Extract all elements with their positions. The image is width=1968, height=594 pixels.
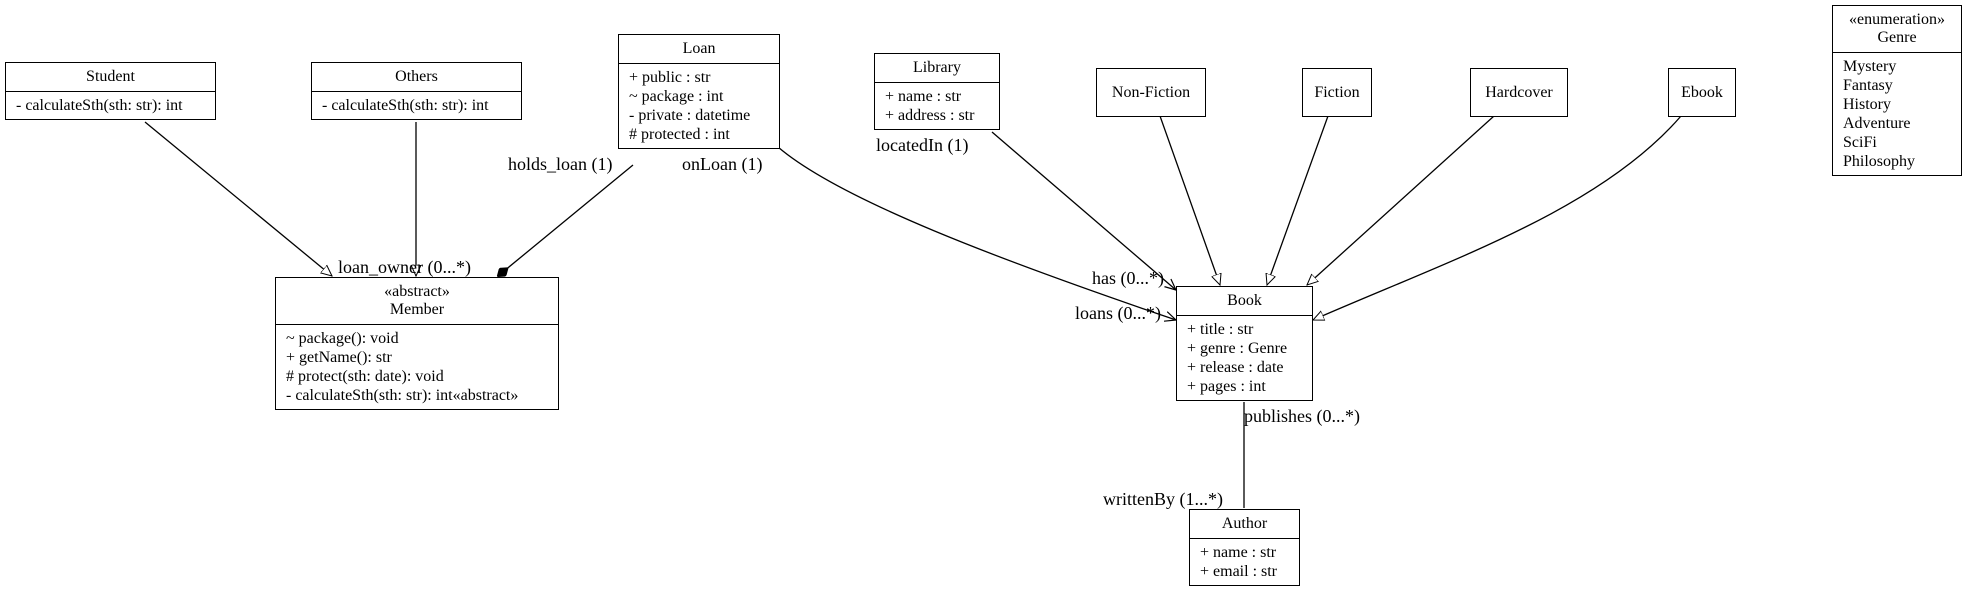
class-name: Ebook xyxy=(1681,83,1723,101)
class-name: Member xyxy=(389,301,445,318)
attribute-item: + email : str xyxy=(1200,563,1278,580)
label-loan-owner: loan_owner (0...*) xyxy=(338,257,471,277)
enum-literal: History xyxy=(1843,96,1891,113)
class-author: Author + name : str + email : str xyxy=(1189,509,1300,586)
attribute-item: + title : str xyxy=(1187,321,1254,338)
attribute-item: + pages : int xyxy=(1187,378,1266,395)
class-fiction-header: Fiction xyxy=(1303,69,1371,116)
class-name: Genre xyxy=(1877,29,1917,46)
class-genre: «enumeration» Genre Mystery Fantasy Hist… xyxy=(1832,5,1962,176)
class-name: Book xyxy=(1227,292,1262,309)
edge-nonfiction-book xyxy=(1159,115,1220,285)
class-name: Library xyxy=(913,59,961,76)
attribute-item: ~ package : int xyxy=(629,88,724,105)
class-member: «abstract» Member ~ package(): void + ge… xyxy=(275,277,559,410)
class-loan: Loan + public : str ~ package : int - pr… xyxy=(618,34,780,149)
enum-literal: Adventure xyxy=(1843,115,1911,132)
class-name: Student xyxy=(86,68,135,85)
attribute-item: + name : str xyxy=(1200,544,1277,561)
class-stereotype: «enumeration» xyxy=(1849,11,1945,28)
method-item: ~ package(): void xyxy=(286,330,399,347)
class-book-attributes: + title : str + genre : Genre + release … xyxy=(1177,316,1312,400)
attribute-item: + genre : Genre xyxy=(1187,340,1288,357)
class-non-fiction: Non-Fiction xyxy=(1096,68,1206,117)
enum-literal: Philosophy xyxy=(1843,153,1916,170)
label-loans: loans (0...*) xyxy=(1075,303,1161,323)
class-others-header: Others xyxy=(312,63,521,92)
class-loan-header: Loan xyxy=(619,35,779,64)
class-student-header: Student xyxy=(6,63,215,92)
class-student-methods: - calculateSth(sth: str): int xyxy=(6,92,215,119)
class-loan-attributes: + public : str ~ package : int - private… xyxy=(619,64,779,148)
method-item: # protect(sth: date): void xyxy=(286,368,444,385)
edge-fiction-book xyxy=(1267,115,1329,285)
class-member-methods: ~ package(): void + getName(): str # pro… xyxy=(276,325,558,409)
edge-loan-book xyxy=(777,146,1176,320)
edge-loan-member xyxy=(498,164,634,276)
class-author-header: Author xyxy=(1190,510,1299,539)
method-item: - calculateSth(sth: str): int«abstract» xyxy=(286,387,519,404)
label-written-by: writtenBy (1...*) xyxy=(1103,489,1223,509)
enum-literal: Mystery xyxy=(1843,58,1897,75)
class-ebook-header: Ebook xyxy=(1669,69,1735,116)
class-name: Non-Fiction xyxy=(1111,83,1191,101)
class-student: Student - calculateSth(sth: str): int xyxy=(5,62,216,120)
attribute-item: # protected : int xyxy=(629,126,730,143)
attribute-item: - private : datetime xyxy=(629,107,751,124)
method-item: - calculateSth(sth: str): int xyxy=(16,97,183,114)
class-name: Loan xyxy=(682,40,716,57)
class-name: Fiction xyxy=(1314,83,1360,101)
enum-literal: Fantasy xyxy=(1843,77,1893,94)
enum-literal: SciFi xyxy=(1843,134,1877,151)
label-on-loan: onLoan (1) xyxy=(682,154,763,174)
class-author-attributes: + name : str + email : str xyxy=(1190,539,1299,585)
class-others-methods: - calculateSth(sth: str): int xyxy=(312,92,521,119)
edge-ebook-book xyxy=(1313,115,1682,320)
class-hardcover-header: Hardcover xyxy=(1471,69,1567,116)
class-library-header: Library xyxy=(875,54,999,83)
class-genre-header: «enumeration» Genre xyxy=(1833,6,1961,53)
label-holds-loan: holds_loan (1) xyxy=(508,154,613,174)
attribute-item: + name : str xyxy=(885,88,962,105)
class-book-header: Book xyxy=(1177,287,1312,316)
class-library: Library + name : str + address : str xyxy=(874,53,1000,130)
label-publishes: publishes (0...*) xyxy=(1244,406,1360,426)
class-genre-literals: Mystery Fantasy History Adventure SciFi … xyxy=(1833,53,1961,175)
attribute-item: + public : str xyxy=(629,69,711,86)
class-hardcover: Hardcover xyxy=(1470,68,1568,117)
class-library-attributes: + name : str + address : str xyxy=(875,83,999,129)
class-name: Hardcover xyxy=(1485,83,1553,101)
class-name: Author xyxy=(1221,515,1268,532)
edge-student-member xyxy=(144,121,332,276)
class-non-fiction-header: Non-Fiction xyxy=(1097,69,1205,116)
class-book: Book + title : str + genre : Genre + rel… xyxy=(1176,286,1313,401)
edge-hardcover-book xyxy=(1307,115,1495,285)
method-item: - calculateSth(sth: str): int xyxy=(322,97,489,114)
attribute-item: + release : date xyxy=(1187,359,1284,376)
label-located-in: locatedIn (1) xyxy=(876,135,969,155)
class-stereotype: «abstract» xyxy=(384,283,450,300)
edge-library-book xyxy=(991,131,1176,290)
method-item: + getName(): str xyxy=(286,349,392,366)
attribute-item: + address : str xyxy=(885,107,975,124)
class-ebook: Ebook xyxy=(1668,68,1736,117)
label-has: has (0...*) xyxy=(1092,268,1164,288)
class-others: Others - calculateSth(sth: str): int xyxy=(311,62,522,120)
class-member-header: «abstract» Member xyxy=(276,278,558,325)
class-fiction: Fiction xyxy=(1302,68,1372,117)
class-name: Others xyxy=(395,68,438,85)
